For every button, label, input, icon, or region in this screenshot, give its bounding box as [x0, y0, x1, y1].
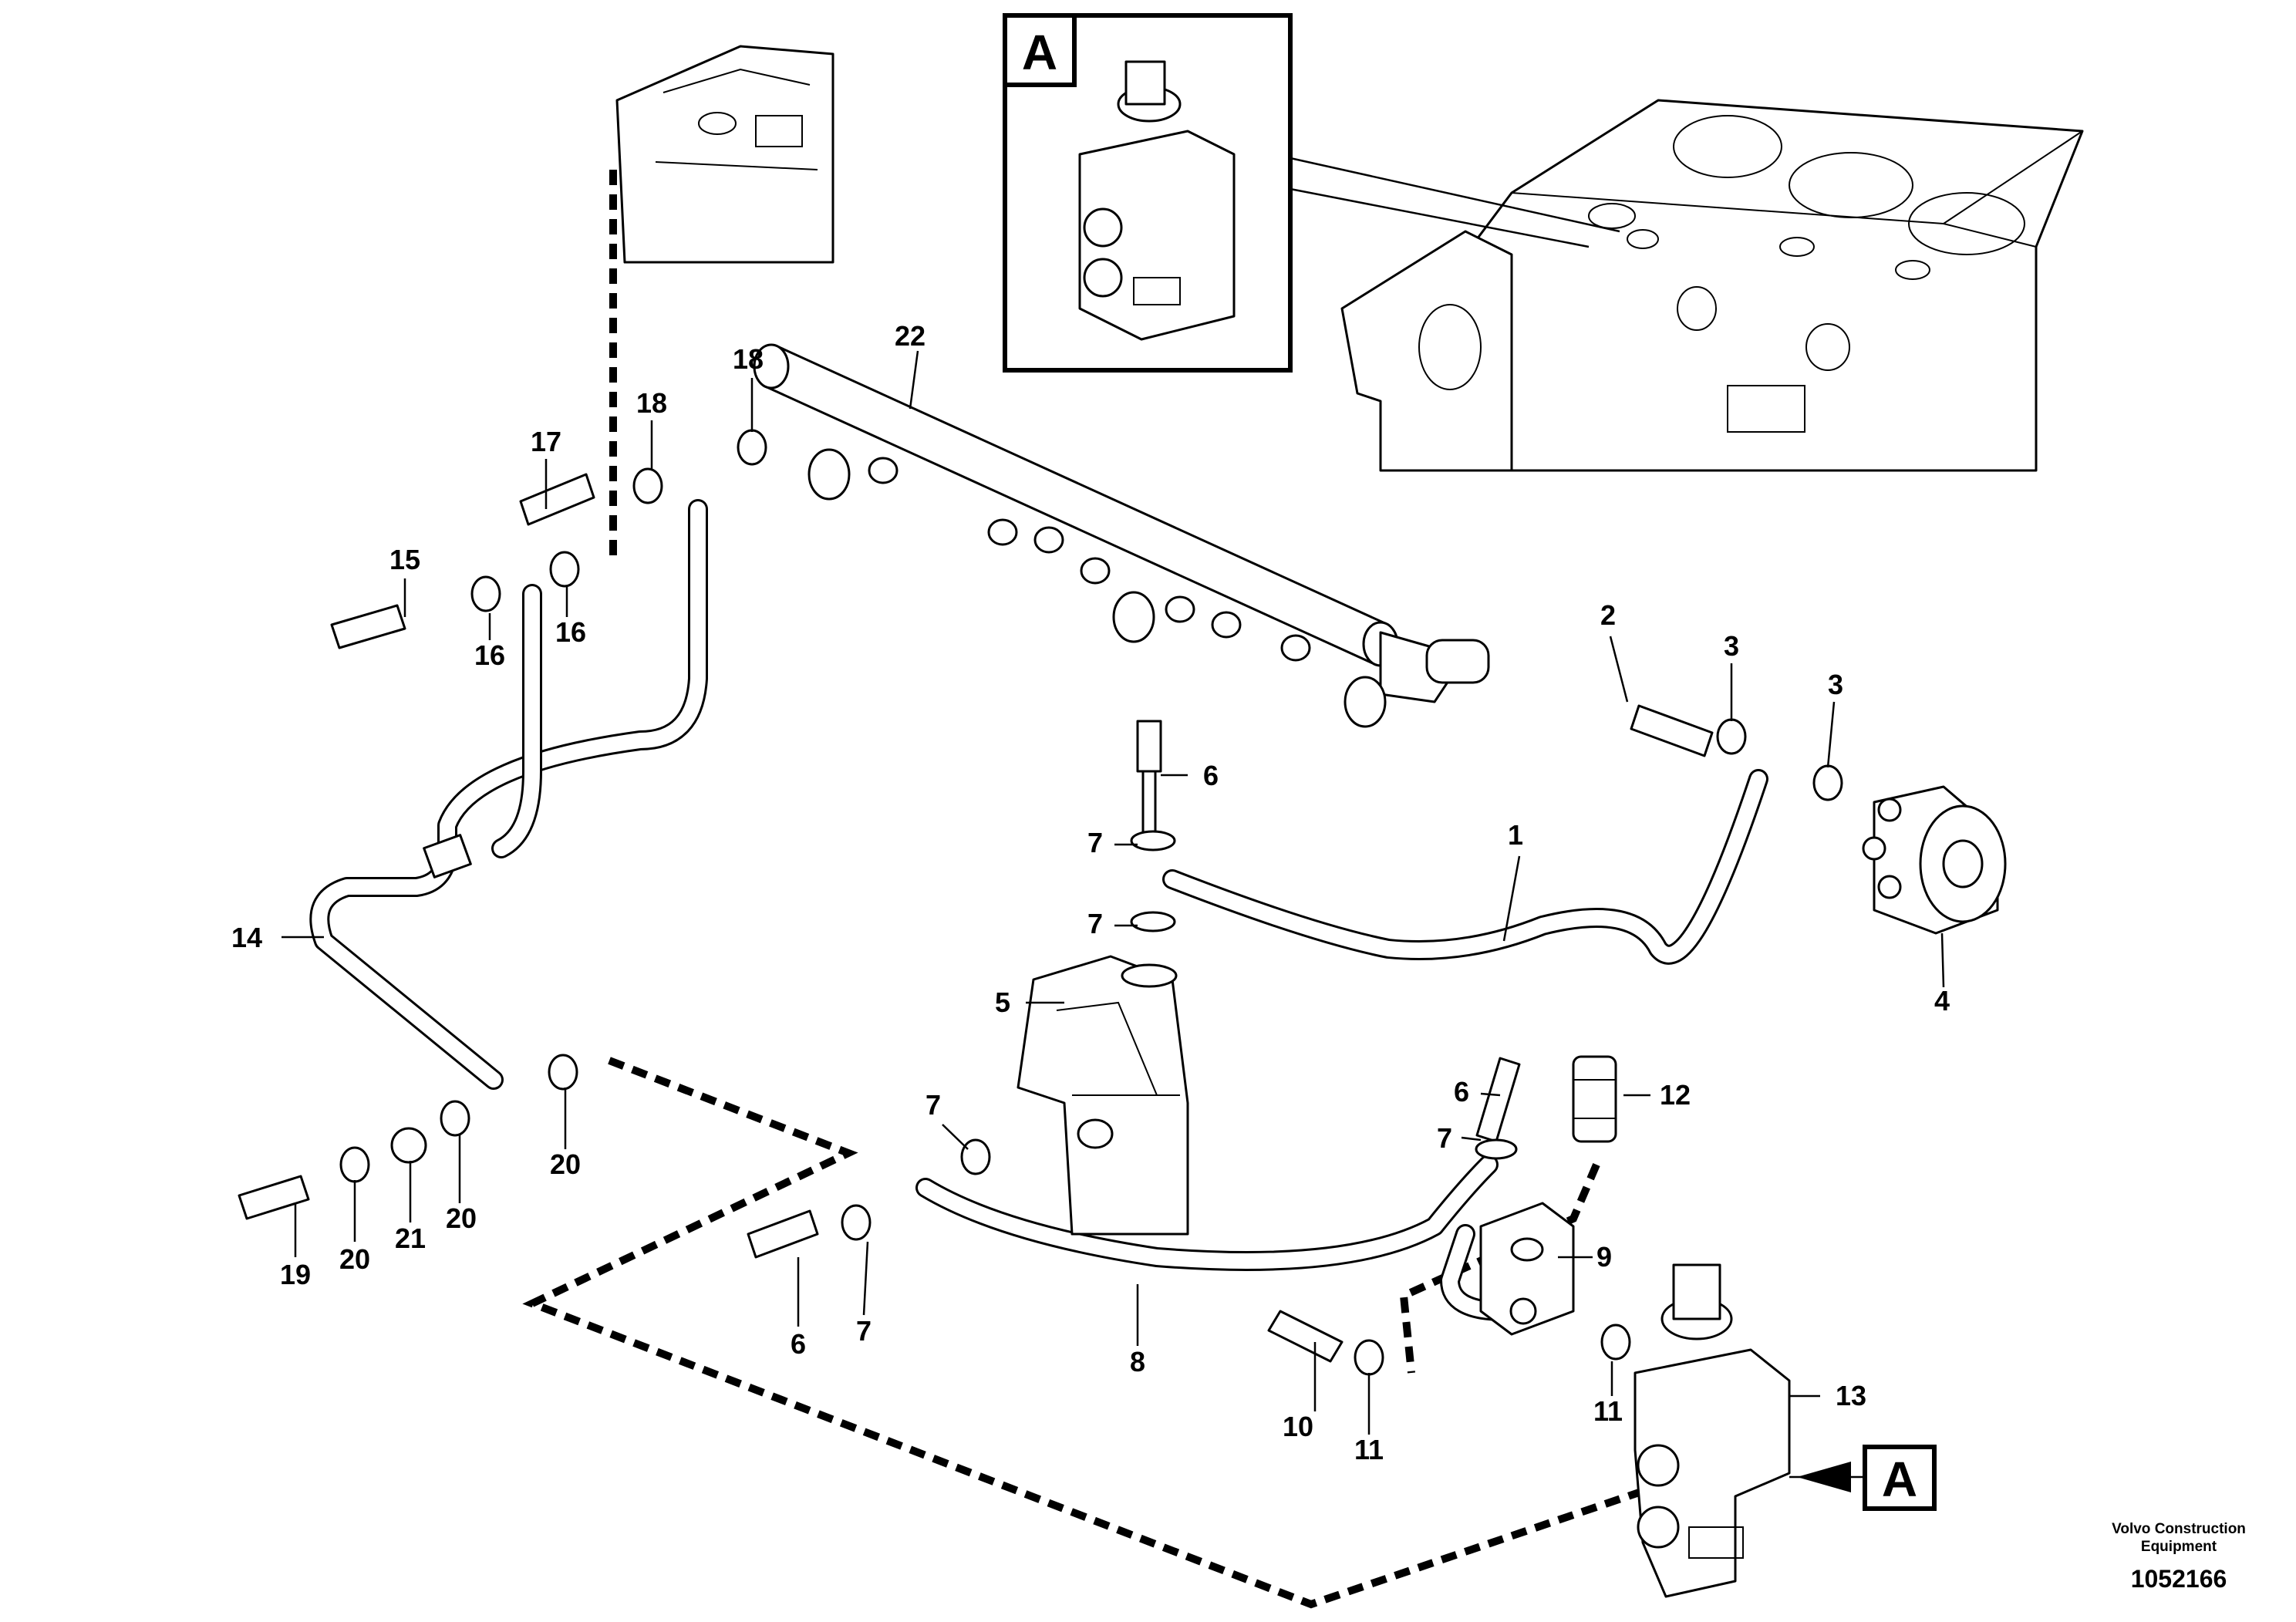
- callout-6-top: 6: [1203, 760, 1219, 791]
- callout-18-left: 18: [636, 387, 667, 419]
- callout-5: 5: [995, 986, 1010, 1018]
- callout-17: 17: [531, 426, 561, 457]
- callout-15: 15: [389, 544, 420, 575]
- engine-block-illustration: [1340, 99, 2084, 472]
- callout-19: 19: [280, 1259, 311, 1290]
- callout-7-c: 7: [925, 1089, 941, 1121]
- callout-16-right: 16: [555, 616, 586, 648]
- callout-12: 12: [1660, 1079, 1691, 1111]
- fuel-filter-housing-part-5: [1017, 955, 1189, 1236]
- callout-7-d: 7: [1437, 1122, 1452, 1154]
- callout-labels: 1 2 3 3 4 5 6 6 6 7 7 7 7 7 8 9 10 11 11…: [231, 320, 1950, 1465]
- callout-21: 21: [395, 1222, 426, 1254]
- pipe-part-14: [309, 499, 708, 1090]
- callout-20-b: 20: [446, 1202, 477, 1234]
- callout-11-left: 11: [1354, 1434, 1384, 1465]
- junction-block-part-9: [1479, 1202, 1575, 1336]
- document-number: 1052166: [2131, 1565, 2227, 1593]
- pressure-valve-part-13: [1633, 1263, 1791, 1598]
- pipe-part-1: [1162, 769, 1768, 965]
- callout-13: 13: [1836, 1380, 1866, 1411]
- callout-7-b: 7: [1087, 908, 1103, 939]
- sensor-part-12: [1572, 1055, 1617, 1143]
- detail-view-a-reference: A: [1797, 1445, 1937, 1511]
- brand-line-2: Equipment: [2141, 1539, 2217, 1555]
- callout-4: 4: [1934, 985, 1950, 1017]
- callout-10: 10: [1283, 1411, 1313, 1442]
- callout-6-bottom: 6: [791, 1328, 806, 1360]
- callout-16-left: 16: [474, 639, 505, 671]
- bolts: [238, 473, 1714, 1363]
- callout-20-c: 20: [550, 1148, 581, 1180]
- callout-14: 14: [231, 922, 262, 953]
- reference-label: A: [1882, 1452, 1917, 1507]
- callout-18-right: 18: [733, 343, 764, 375]
- leader-lines: [282, 350, 1945, 1479]
- detail-view-a-inset: A: [1003, 13, 1293, 373]
- callout-11-right: 11: [1593, 1395, 1623, 1427]
- callout-20-a: 20: [339, 1243, 370, 1275]
- callout-3-lower: 3: [1828, 669, 1843, 700]
- inset-label: A: [1022, 25, 1057, 80]
- callout-3-upper: 3: [1724, 630, 1739, 662]
- inset-leader-lines: [1290, 157, 1620, 248]
- callout-7-a: 7: [1087, 827, 1103, 858]
- fuel-rail-part-22: [753, 343, 1490, 728]
- callout-22: 22: [895, 320, 925, 352]
- feed-pump-part-4: [1862, 785, 2007, 935]
- callout-2: 2: [1600, 599, 1616, 631]
- footer-branding: Volvo Construction Equipment 1052166: [2112, 1521, 2246, 1593]
- callout-6-right: 6: [1454, 1076, 1469, 1108]
- engine-housing-fragment: [615, 45, 834, 264]
- dashed-routing-lower: [522, 1057, 1652, 1609]
- callout-8: 8: [1130, 1346, 1145, 1378]
- callout-9: 9: [1596, 1241, 1612, 1273]
- callout-1: 1: [1508, 819, 1523, 851]
- brand-line-1: Volvo Construction: [2112, 1521, 2246, 1537]
- callout-7-e: 7: [856, 1315, 872, 1347]
